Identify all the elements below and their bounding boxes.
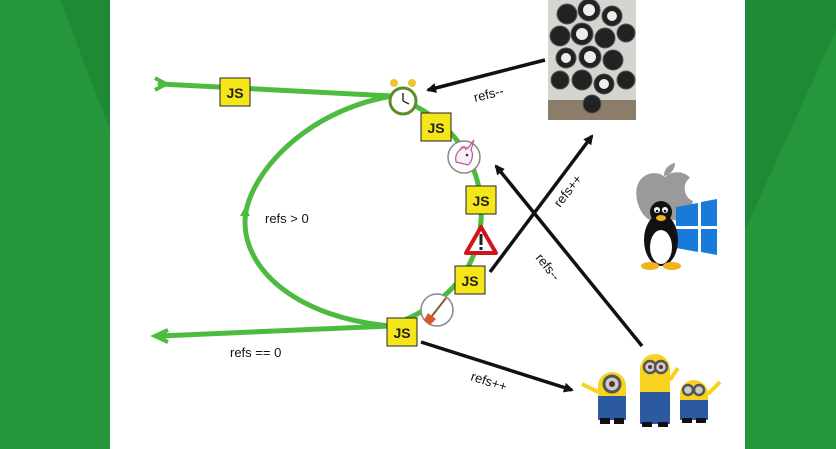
track-top — [157, 81, 395, 99]
js-badge: JS — [465, 185, 497, 215]
arrow-refs-dec-diag — [494, 164, 644, 348]
arrow-refs-dec-top — [426, 58, 546, 93]
tux-penguin-icon — [641, 201, 681, 270]
track-bottom — [157, 323, 393, 339]
minions-image — [581, 354, 722, 427]
unicorn-icon — [447, 139, 481, 174]
reference-arrows — [420, 58, 644, 393]
left-panel-stripe — [0, 0, 110, 449]
arc-direction-icon — [240, 207, 250, 216]
svg-text:JS: JS — [472, 193, 489, 209]
warning-icon — [464, 225, 498, 255]
svg-text:JS: JS — [226, 85, 243, 101]
arrow-refs-inc-diag — [488, 134, 594, 274]
slide — [110, 0, 745, 449]
alarm-clock-icon — [388, 79, 418, 116]
track-arc — [242, 93, 395, 329]
label-refs-dec-top: refs-- — [472, 83, 505, 105]
js-badge: JS — [454, 265, 486, 295]
js-badge: JS — [386, 317, 418, 347]
js-badge: JS — [420, 112, 452, 142]
start-chevron-icon — [154, 76, 171, 92]
right-panel-stripe — [745, 30, 836, 449]
windows-logo-icon — [676, 199, 717, 255]
svg-text:JS: JS — [393, 325, 410, 341]
clocks-photo — [548, 0, 636, 120]
label-refs-eq-zero: refs == 0 — [230, 345, 281, 360]
svg-text:JS: JS — [427, 120, 444, 136]
svg-text:JS: JS — [461, 273, 478, 289]
apple-leaf — [664, 163, 675, 176]
label-refs-gt-zero: refs > 0 — [265, 211, 309, 226]
arrow-refs-inc-bottom — [420, 340, 574, 393]
js-badge: JS — [219, 77, 251, 107]
end-arrow-icon — [150, 328, 169, 344]
broom-icon — [420, 293, 454, 327]
